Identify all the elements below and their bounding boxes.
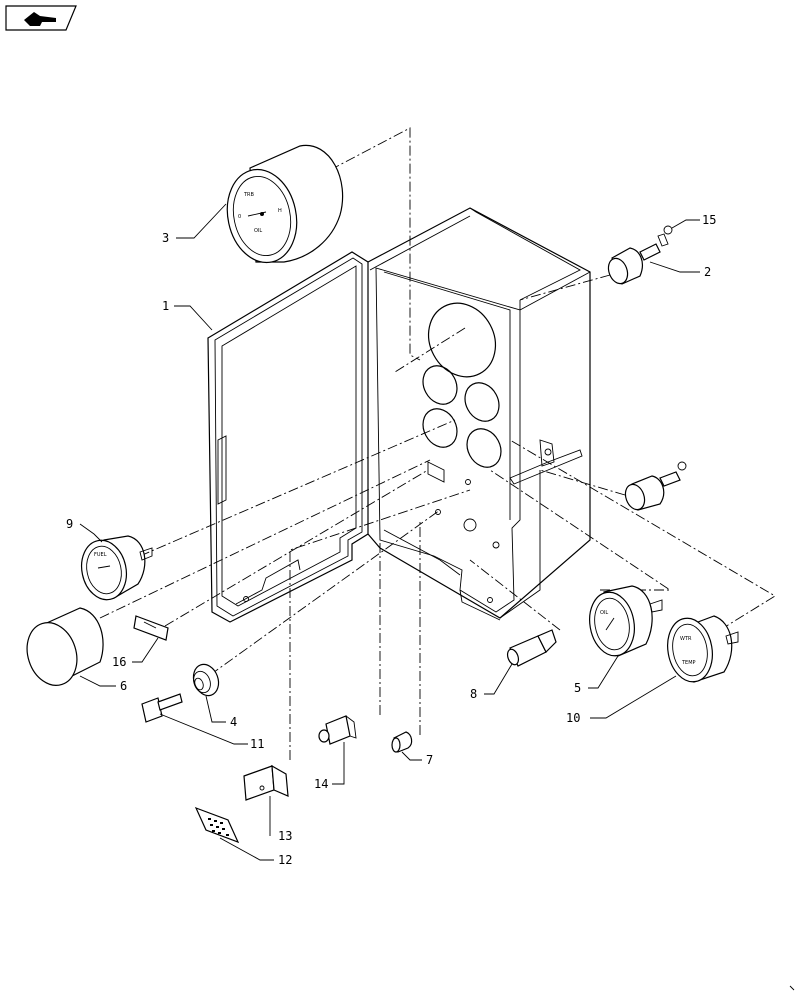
lamp-8	[506, 629, 557, 667]
callout-13: 13	[278, 829, 292, 843]
gauge-6	[26, 607, 104, 686]
callout-5: 5	[574, 681, 581, 695]
svg-text:TEMP: TEMP	[681, 660, 696, 666]
hand-pointer-icon	[24, 12, 56, 26]
bracket-16	[133, 615, 169, 641]
svg-text:FUEL: FUEL	[94, 552, 107, 558]
key-11	[141, 693, 183, 723]
callout-7: 7	[426, 753, 433, 767]
callout-9: 9	[66, 517, 73, 531]
callout-6: 6	[120, 679, 127, 693]
callout-11: 11	[250, 737, 264, 751]
knob-2	[607, 225, 673, 285]
svg-text:0: 0	[238, 214, 241, 220]
gauge-3: TRB OIL 0 H	[226, 144, 344, 264]
svg-text:WTR: WTR	[680, 636, 692, 642]
callout-14: 14	[314, 777, 328, 791]
gauge-5: OIL	[589, 585, 663, 657]
knob-lower	[624, 461, 687, 511]
gauge-9: FUEL	[80, 535, 153, 601]
gauge-10: WTR TEMP	[667, 615, 739, 683]
callout-3: 3	[162, 231, 169, 245]
svg-text:H: H	[278, 208, 282, 214]
callout-15: 15	[702, 213, 716, 227]
callout-12: 12	[278, 853, 292, 867]
svg-text:TRB: TRB	[243, 192, 255, 198]
callout-10: 10	[566, 711, 580, 725]
callout-leaders	[79, 203, 700, 861]
switch-13	[243, 764, 289, 801]
callout-8: 8	[470, 687, 477, 701]
corner-mark	[789, 985, 795, 991]
callout-labels: 3 1 2 15 9 16 6 4 11 7 8 5 10 14 13 12	[66, 213, 716, 867]
lamp-7	[391, 731, 413, 753]
callout-4: 4	[230, 715, 237, 729]
switch-4	[192, 663, 220, 697]
instrument-box	[207, 207, 591, 623]
switch-14	[318, 715, 357, 745]
nav-button[interactable]	[5, 5, 77, 31]
svg-text:OIL: OIL	[600, 610, 608, 616]
callout-2: 2	[704, 265, 711, 279]
cap-12	[194, 806, 240, 844]
svg-text:OIL: OIL	[254, 228, 262, 234]
callout-16: 16	[112, 655, 126, 669]
assembly-lines	[99, 127, 776, 760]
callout-1: 1	[162, 299, 169, 313]
